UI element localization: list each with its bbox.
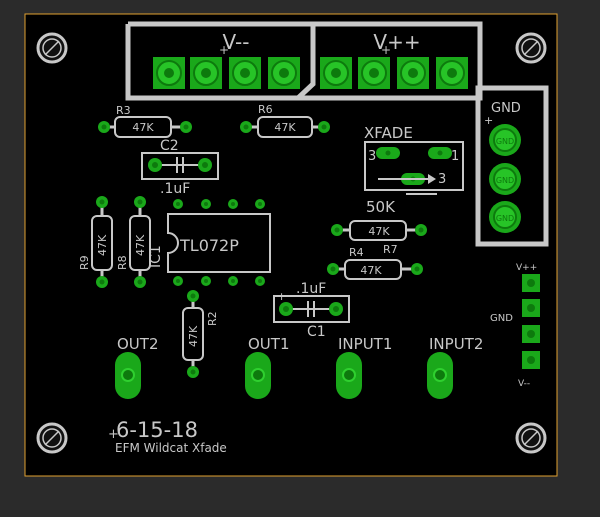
gnd-pad-label: GND [496,137,514,146]
r3-label: R3 [116,104,131,117]
xfade-pin-1: 1 [451,149,459,164]
r3-value: 47K [132,121,154,134]
header-pad [397,57,429,89]
gnd-pad-label: GND [496,214,514,223]
mounting-hole-tl [36,32,68,64]
side-header-pad [522,274,540,292]
jack-out1: OUT1 [245,335,290,399]
project-label: EFM Wildcat Xfade [115,441,227,455]
mounting-hole-br [515,422,547,454]
r7-value: 47K [360,264,382,277]
r7-label: R7 [383,243,398,256]
opamp-label: TL072P [179,236,239,255]
plus-mark: + [108,427,119,442]
plus-mark: + [381,43,391,57]
plus-mark: + [484,114,493,127]
header-pad [320,57,352,89]
resistor-r2: 47K R2 [182,290,219,378]
gnd-header: GND + GND GND GND [475,85,549,247]
r2-value: 47K [187,325,200,347]
resistor-r4: 47K R4 R7 [331,220,427,259]
r9-label: R9 [78,255,91,270]
c2-label: C2 [160,138,179,154]
r9-value: 47K [96,234,109,256]
side-header: V++ GND V-- [490,263,540,389]
r6-value: 47K [274,121,296,134]
power-header: V-- V++ + + [125,21,483,101]
capacitor-c1: .1uF + C1 [273,281,350,340]
side-header-pad [522,325,540,343]
header-pad [268,57,300,89]
r4-label: R4 [349,246,364,259]
header-pad [358,57,390,89]
xfade-pot: XFADE 3 1 3 50K [364,124,464,216]
side-header-pad [522,351,540,369]
gnd-pad: GND [489,124,521,156]
header-pad [153,57,185,89]
jack-input2: INPUT2 [427,335,483,399]
date-label: 6-15-18 [116,418,198,442]
c2-value: .1uF [160,181,190,197]
plus-mark: + [219,43,229,57]
resistor-r6: R6 47K [240,103,330,138]
gnd-label: GND [491,101,521,116]
resistor-r7: 47K [327,259,423,280]
side-gnd-label: GND [490,313,513,324]
resistor-r3: R3 47K [98,104,192,138]
out2-label: OUT2 [117,335,159,353]
r8-value: 47K [134,234,147,256]
capacitor-c2: C2 .1uF [141,138,219,197]
v-plus-label: V++ [373,30,420,54]
jack-out2: OUT2 [115,335,159,399]
r2-label: R2 [206,311,219,326]
xfade-pin-3-right: 3 [438,172,446,187]
side-vmm-label: V-- [518,379,530,389]
board-outline [24,13,558,477]
out1-label: OUT1 [248,335,290,353]
pot-value: 50K [366,198,396,216]
input1-label: INPUT1 [338,335,392,353]
xfade-pin-3-left: 3 [368,149,376,164]
gnd-pad-label: GND [496,176,514,185]
resistor-r9: R9 47K [78,196,113,288]
gnd-pad: GND [489,201,521,233]
header-pad [190,57,222,89]
header-pads [153,57,468,89]
input2-label: INPUT2 [429,335,483,353]
c1-label: C1 [307,324,326,340]
xfade-label: XFADE [364,124,413,142]
v-minus-label: V-- [223,30,250,54]
resistor-r8: R8 47K [116,196,151,288]
r6-label: R6 [258,103,273,116]
jack-input1: INPUT1 [336,335,392,399]
header-pad [436,57,468,89]
side-vpp-label: V++ [516,263,537,273]
r4-value: 47K [368,225,390,238]
c1-value: .1uF [296,281,326,297]
r8-label: R8 [116,255,129,270]
ic1-tl072p: IC1 TL072P [148,199,271,286]
mounting-hole-bl [36,422,68,454]
gnd-pad: GND [489,163,521,195]
ic1-label: IC1 [148,245,164,268]
mounting-hole-tr [515,32,547,64]
mounting-holes [36,32,547,454]
header-pad [229,57,261,89]
side-header-pad [522,299,540,317]
